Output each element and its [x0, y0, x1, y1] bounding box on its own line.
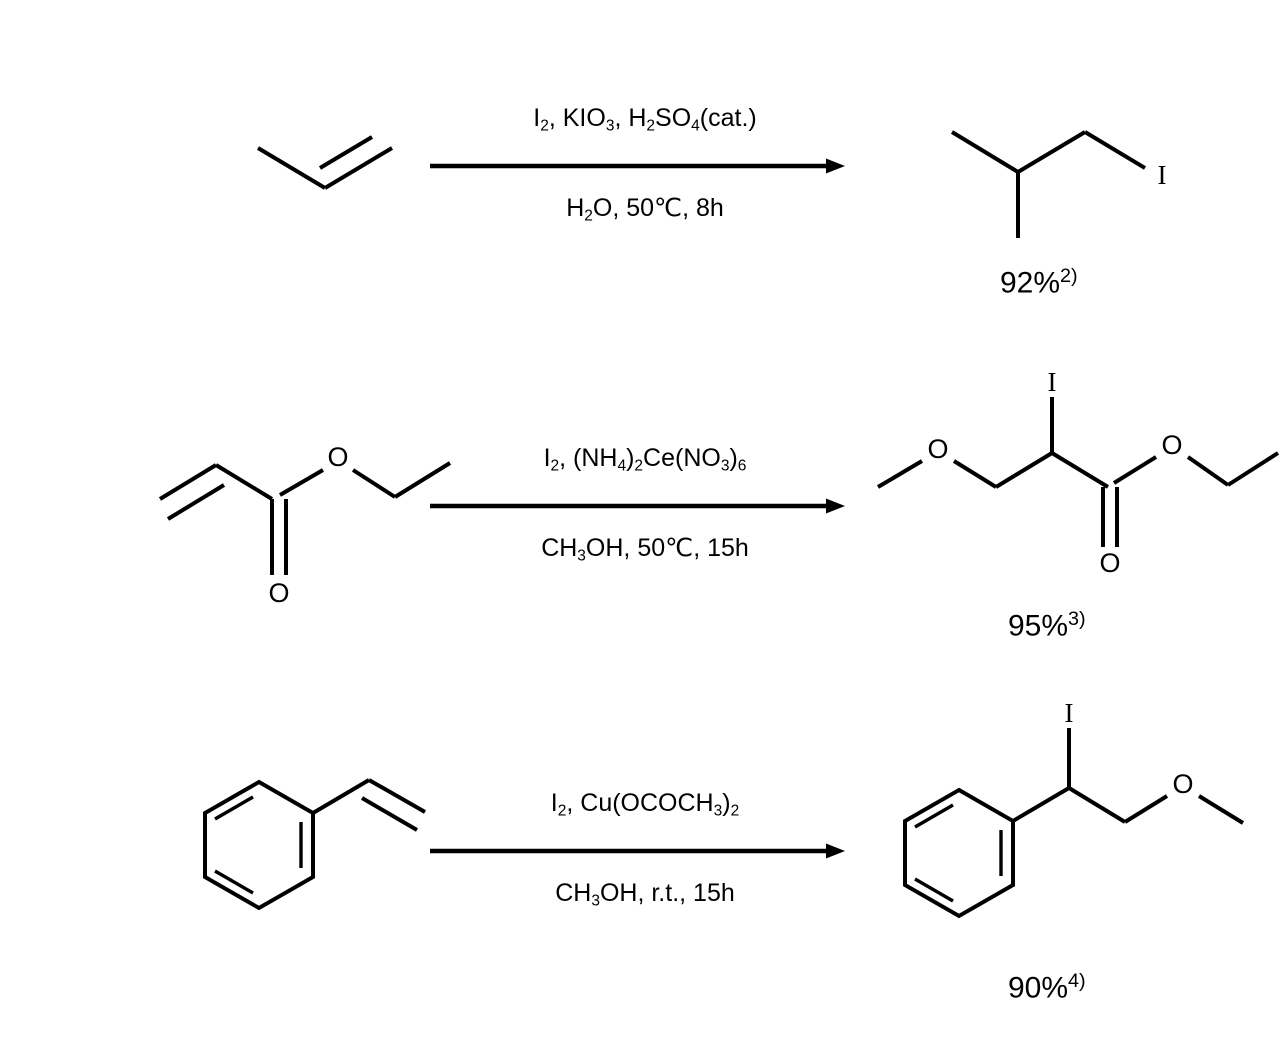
yield-value: 92% [1000, 266, 1061, 300]
bond-ring-vinyl [311, 778, 371, 815]
yield-value: 95% [1008, 609, 1069, 643]
bond-o-ch3 [1197, 794, 1245, 825]
bond-o-ch2 [952, 459, 998, 489]
bond-c3-oester [278, 468, 325, 497]
bond-ch2-ch3 [393, 461, 452, 499]
conditions-above-2: I2, (NH4)2Ce(NO3)6 [543, 444, 747, 475]
carbonyl-oxygen-label: O [268, 578, 289, 608]
bond-c2-c3-inner [318, 135, 374, 170]
ring-double-bond-lower-left [214, 869, 254, 895]
ethyl-acrylate-drawing: O O [158, 442, 452, 608]
conditions-below-2: CH3OH, 50℃, 15h [541, 534, 749, 565]
benzene-ring [903, 787, 1015, 919]
bond-oester-ch2 [1186, 455, 1230, 487]
conditions-below-1: H2O, 50℃, 8h [566, 194, 724, 225]
bond-ring-ch [1011, 786, 1071, 823]
iodine-label: I [1065, 698, 1074, 728]
reaction-row-2: O O I2, (NH4)2Ce(NO3)6 CH3OH, 50℃, 15h O [0, 340, 1280, 680]
product-structure-isobutyl-iodide: I 92%2) [850, 0, 1280, 340]
conditions-above-1: I2, KIO3, H2SO4(cat.) [533, 104, 757, 135]
iodo-methoxy-ester-drawing: O I O O [876, 367, 1280, 578]
propene-drawing [256, 135, 394, 190]
bond-c2-c3-outer [323, 146, 394, 190]
bond-ch-ch2 [1016, 130, 1087, 174]
bond-ch2-i [1083, 130, 1147, 170]
benzene-ring [203, 779, 315, 911]
bond-carbonyl-oester [1112, 455, 1158, 485]
carbonyl-oxygen-label: O [1099, 548, 1120, 578]
yield-label-3: 90%4) [1008, 970, 1086, 1005]
arrow-icon [430, 158, 845, 174]
bond-c2-c3 [214, 463, 274, 501]
reaction-row-3: I2, Cu(OCOCH3)2 CH3OH, r.t., 15h I [0, 680, 1280, 1058]
reaction-arrow-group-2: I2, (NH4)2Ce(NO3)6 CH3OH, 50℃, 15h [420, 340, 870, 680]
ring-double-bond-upper-left [214, 795, 254, 821]
yield-label-2: 95%3) [1008, 608, 1086, 643]
styrene-drawing [203, 778, 426, 911]
yield-label-1: 92%2) [1000, 265, 1078, 300]
bond-ch3-o-methoxy [876, 459, 924, 489]
yield-reference: 2) [1060, 265, 1078, 287]
ester-oxygen-label: O [327, 442, 348, 472]
yield-reference: 3) [1068, 608, 1086, 630]
bond-ch2-ch [994, 451, 1054, 489]
reaction-row-1: I2, KIO3, H2SO4(cat.) H2O, 50℃, 8h I 92%… [0, 0, 1280, 340]
bond-ch-ch2 [1067, 786, 1127, 824]
arrow-icon [430, 843, 845, 859]
product-structure-iodo-methoxy-ester: O I O O 95%3) [850, 340, 1280, 680]
methoxy-oxygen-label: O [927, 434, 948, 464]
product-structure-iodo-methoxyethyl-benzene: I O 90%4) [850, 680, 1280, 1058]
bond-c1-c2-inner [166, 483, 226, 521]
yield-value: 90% [1008, 971, 1069, 1005]
bond-oester-ch2 [351, 468, 397, 499]
reactant-structure-styrene [60, 680, 430, 1058]
conditions-above-3: I2, Cu(OCOCH3)2 [550, 789, 740, 820]
bond-c1-c2-outer [158, 463, 218, 501]
reactant-structure-propene [60, 0, 430, 340]
reaction-arrow-group-3: I2, Cu(OCOCH3)2 CH3OH, r.t., 15h [420, 680, 870, 1058]
conditions-below-3: CH3OH, r.t., 15h [555, 879, 735, 910]
yield-reference: 4) [1068, 970, 1086, 992]
methoxy-oxygen-label: O [1172, 769, 1193, 799]
iodo-methoxyethyl-benzene-drawing: I O [903, 698, 1245, 919]
reactant-structure-ethyl-acrylate: O O [60, 340, 452, 680]
bond-c1-c2 [256, 146, 327, 190]
ring-double-bond-lower-left [914, 877, 954, 903]
bond-vinyl-inner [360, 796, 419, 832]
bond-vinyl-outer [368, 778, 426, 814]
arrow-icon [430, 498, 845, 514]
iodine-label: I [1158, 160, 1167, 190]
reaction-arrow-group-1: I2, KIO3, H2SO4(cat.) H2O, 50℃, 8h [420, 0, 870, 340]
iodine-label: I [1048, 367, 1057, 397]
bond-ch2-ch3 [1226, 451, 1280, 487]
bond-ch2-o [1123, 794, 1169, 824]
ring-double-bond-upper-left [914, 803, 954, 829]
bond-ch-carbonyl [1050, 451, 1110, 489]
isobutyl-iodide-drawing: I [950, 130, 1167, 238]
ester-oxygen-label: O [1161, 430, 1182, 460]
bond-methyl-a [950, 130, 1020, 174]
